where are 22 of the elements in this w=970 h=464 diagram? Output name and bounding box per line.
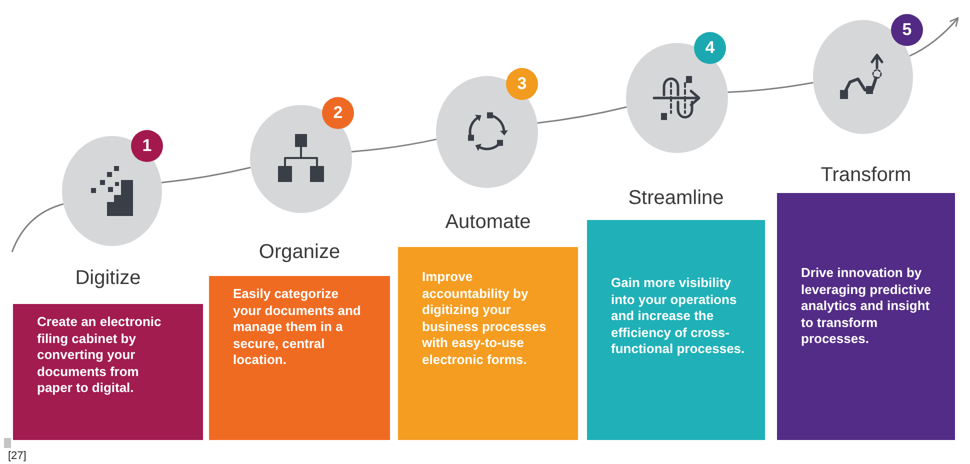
citation-note: [27] [8,450,26,463]
step-heading: Automate [445,210,531,235]
step-number-badge: 3 [506,68,538,100]
step-number-badge: 4 [694,32,726,64]
description-card: Improve accountability by digitizing your business processes with easy-to-use electronic forms. [398,247,578,440]
step-heading: Transform [820,163,912,188]
description-card: Drive innovation by leveraging predictive analytics and insight to transform processes. [777,193,955,440]
step-heading: Streamline [628,186,724,211]
step-heading: Digitize [75,266,141,291]
description-card: Create an electronic filing cabinet by converting your documents from paper to digital. [13,304,203,440]
description-card: Gain more visibility into your operations and increase the efficiency of cross-functional processes. [587,220,765,440]
step-number-badge: 1 [131,130,163,162]
step-heading: Organize [258,240,340,265]
connector-line [161,166,251,184]
arrow [909,17,959,57]
step-number-badge: 5 [891,14,923,46]
description-card: Easily categorize your documents and manage them in a secure, central location. [209,276,390,440]
connector-line [728,82,814,94]
connector-line [351,138,437,152]
connector-line [11,203,64,252]
step-number-badge: 2 [322,97,354,129]
connector-line [537,106,627,124]
